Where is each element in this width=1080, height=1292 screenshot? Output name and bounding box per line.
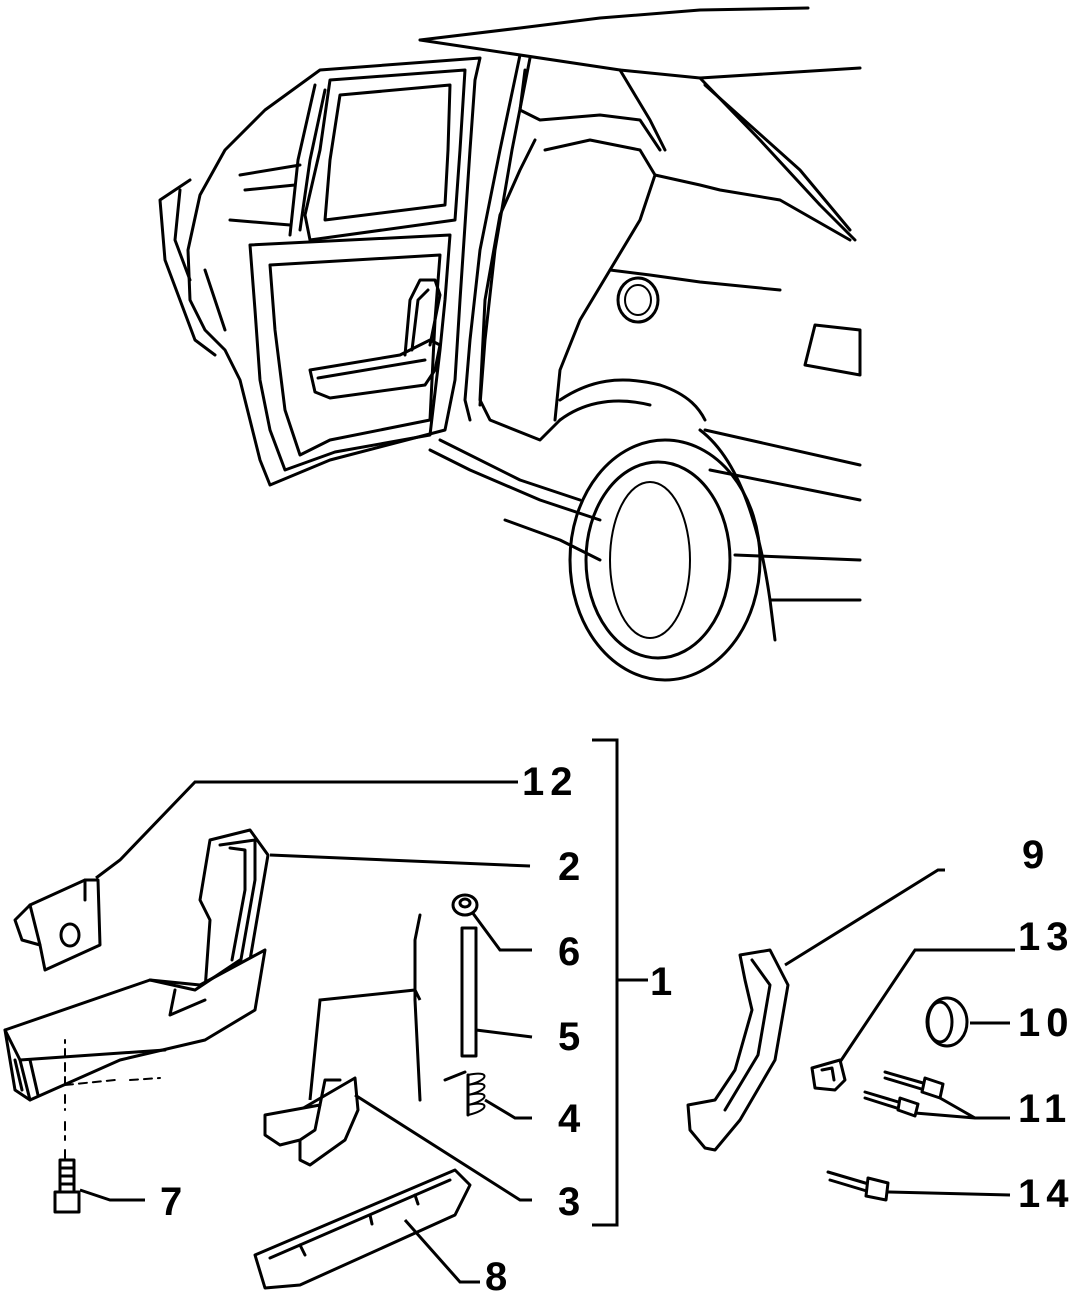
leader-9 [784,868,945,967]
label-13: 13 [1018,915,1075,959]
guide-line [413,913,422,1102]
car-illustration [158,6,862,682]
part-11-screws [863,1070,945,1118]
leader-5 [475,1028,533,1039]
armrest-base [3,948,267,1102]
part-10-cap [925,996,969,1048]
label-2: 2 [558,845,586,889]
leader-7 [79,1188,145,1202]
part-5-pin [460,926,478,1058]
part-8-trim [253,1168,472,1290]
leader-2 [269,853,531,868]
door-armrest [308,338,442,400]
part-9-grab-handle [686,948,790,1152]
leader-3-aux [308,988,422,1101]
part-14-screw [826,1170,890,1202]
part-3-handle [263,1076,360,1167]
rear-door-outline [186,56,482,487]
rear-wheel [568,438,762,682]
leader-13 [838,948,1015,1063]
leader-4 [484,1098,532,1120]
label-6: 6 [558,930,586,974]
part-2-armrest-cover [198,828,270,992]
label-3: 3 [558,1180,586,1224]
leader-3 [354,1093,532,1202]
part-13-clip [810,1058,847,1092]
leader-14 [887,1190,1011,1197]
label-10: 10 [1018,1001,1075,1045]
label-9: 9 [1022,833,1050,877]
fuel-cap [616,276,660,324]
leader-12 [95,780,518,880]
part-12-cap [13,878,102,972]
car-roof-line [418,6,810,42]
label-8: 8 [485,1255,513,1292]
part-7-screw [53,1158,81,1214]
leader-11 [914,1096,1010,1120]
label-11: 11 [1018,1087,1072,1131]
label-12: 12 [522,760,579,804]
label-7: 7 [160,1180,188,1224]
leader-6 [470,911,532,952]
label-14: 14 [1018,1172,1075,1216]
label-1: 1 [650,960,678,1004]
label-4: 4 [558,1097,586,1141]
assembly-bracket [592,738,619,1227]
part-4-spring [443,1070,486,1117]
label-5: 5 [558,1015,586,1059]
leader-8 [403,1219,480,1284]
mount-guide [64,1039,161,1161]
part-6-nut [451,893,479,917]
